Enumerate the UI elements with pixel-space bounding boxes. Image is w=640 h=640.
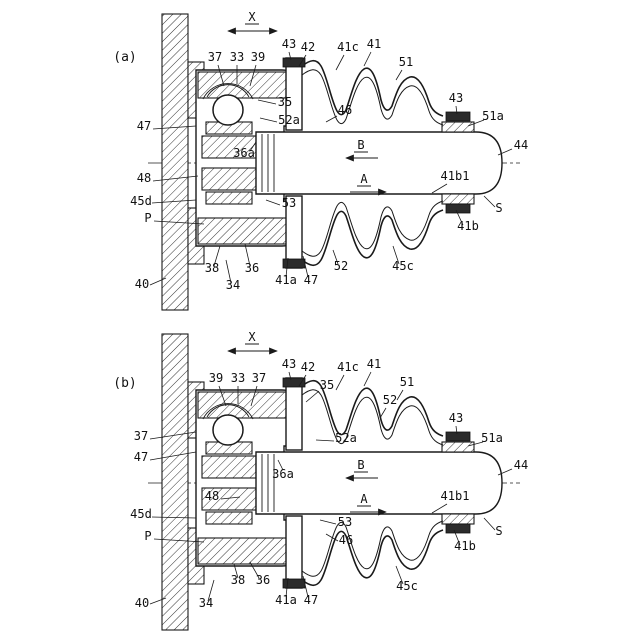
ref-37-top-b: 37 (252, 371, 266, 385)
ref-46-b: 46 (339, 533, 353, 547)
leader-lines-b (149, 371, 513, 605)
ref-51a-a: 51a (482, 109, 504, 123)
ref-48-b: 48 (205, 489, 219, 503)
ref-51-a: 51 (399, 55, 413, 69)
ref-47-upper-a: 47 (137, 119, 151, 133)
ref-40-a: 40 (135, 277, 149, 291)
ref-47-lower-b: 47 (304, 593, 318, 607)
ref-47-lower-a: 47 (304, 273, 318, 287)
ref-45c-b: 45c (396, 579, 418, 593)
direction-label-a-b: A (360, 492, 368, 506)
ref-41-b: 41 (367, 357, 381, 371)
ref-44-b: 44 (514, 458, 528, 472)
ref-41b1-a: 41b1 (441, 169, 470, 183)
ref-40-b: 40 (135, 596, 149, 610)
ref-p-b: P (144, 529, 151, 543)
direction-label-b-a: B (357, 138, 364, 152)
ref-43-right-a: 43 (449, 91, 463, 105)
ref-39-b: 39 (209, 371, 223, 385)
ref-52a-a: 52a (278, 113, 300, 127)
dim-label-x-a: X (248, 10, 256, 24)
ref-53-a: 53 (282, 196, 296, 210)
dim-label-x-b: X (248, 330, 256, 344)
ref-p-a: P (144, 211, 151, 225)
ref-45c-a: 45c (392, 259, 414, 273)
ref-45d-b: 45d (130, 507, 152, 521)
ref-44-a: 44 (514, 138, 528, 152)
ref-38-a: 38 (205, 261, 219, 275)
ref-36-a: 36 (245, 261, 259, 275)
ref-41b-a: 41b (457, 219, 479, 233)
ref-38-b: 38 (231, 573, 245, 587)
ref-52-b: 52 (383, 393, 397, 407)
view-b: X (b) 39 33 37 43 42 41c 41 35 51 52 43 … (113, 330, 528, 630)
ref-36-b: 36 (256, 573, 270, 587)
ref-41-a: 41 (367, 37, 381, 51)
ref-s-b: S (495, 524, 502, 538)
ref-41a-a: 41a (275, 273, 297, 287)
ref-41c-a: 41c (337, 40, 359, 54)
ref-36a-b: 36a (272, 467, 294, 481)
ref-37-left-b: 37 (134, 429, 148, 443)
ref-33-b: 33 (231, 371, 245, 385)
ref-41c-b: 41c (337, 360, 359, 374)
view-label-b: (b) (113, 376, 136, 391)
direction-label-b-b: B (357, 458, 364, 472)
ref-35-a: 35 (278, 95, 292, 109)
ref-34-a: 34 (226, 278, 240, 292)
ref-36a-a: 36a (233, 146, 255, 160)
ref-35-b: 35 (320, 378, 334, 392)
ref-41b-b: 41b (454, 539, 476, 553)
ref-34-b: 34 (199, 596, 213, 610)
ref-41a-b: 41a (275, 593, 297, 607)
ref-33-a: 33 (230, 50, 244, 64)
ref-52-a: 52 (334, 259, 348, 273)
ref-37-a: 37 (208, 50, 222, 64)
view-a: X (a) 37 33 39 43 42 41c 41 51 35 52a 46… (113, 10, 528, 310)
ref-47-upper-b: 47 (134, 450, 148, 464)
direction-label-a-a: A (360, 172, 368, 186)
ref-39-a: 39 (251, 50, 265, 64)
ref-42-b: 42 (301, 360, 315, 374)
ref-48-a: 48 (137, 171, 151, 185)
ref-43-right-b: 43 (449, 411, 463, 425)
ref-53-b: 53 (338, 515, 352, 529)
view-label-a: (a) (113, 50, 136, 65)
leader-lines-a (149, 51, 513, 286)
ref-52a-b: 52a (335, 431, 357, 445)
ref-46-a: 46 (338, 103, 352, 117)
ref-45d-a: 45d (130, 194, 152, 208)
ref-43-left-a: 43 (282, 37, 296, 51)
ref-s-a: S (495, 201, 502, 215)
ref-42-a: 42 (301, 40, 315, 54)
ref-51a-b: 51a (481, 431, 503, 445)
ref-43-left-b: 43 (282, 357, 296, 371)
ref-41b1-b: 41b1 (441, 489, 470, 503)
ref-51-b: 51 (400, 375, 414, 389)
